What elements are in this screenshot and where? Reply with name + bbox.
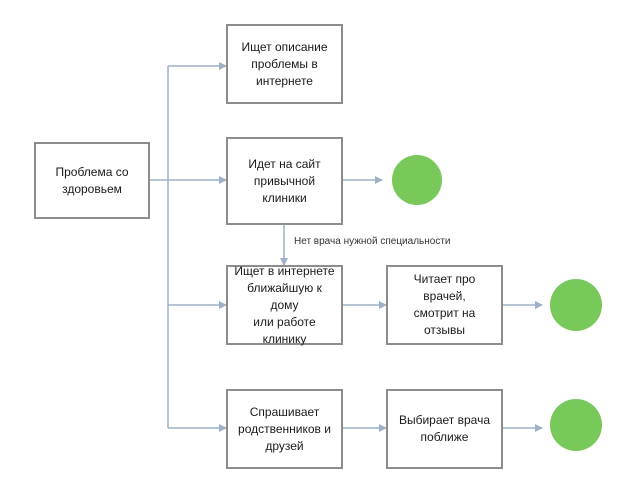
success-circle-reviews <box>550 279 602 331</box>
node-reads-reviews: Читает про врачей, смотрит на отзывы <box>386 265 503 345</box>
node-nearest-clinic: Ищет в интернете ближайшую к дому или ра… <box>226 264 343 346</box>
node-usual-clinic: Идет на сайт привычной клиники <box>226 137 343 225</box>
node-asks-relatives: Спрашивает родственников и друзей <box>226 389 343 469</box>
success-circle-usual-clinic <box>392 155 442 205</box>
success-circle-chooses-doctor <box>550 399 602 451</box>
node-search-description: Ищет описание проблемы в интернете <box>226 24 343 104</box>
node-health-problem: Проблема со здоровьем <box>34 142 150 219</box>
edge-label-no-specialist: Нет врача нужной специальности <box>294 236 451 247</box>
node-chooses-doctor: Выбирает врача поближе <box>386 389 503 469</box>
